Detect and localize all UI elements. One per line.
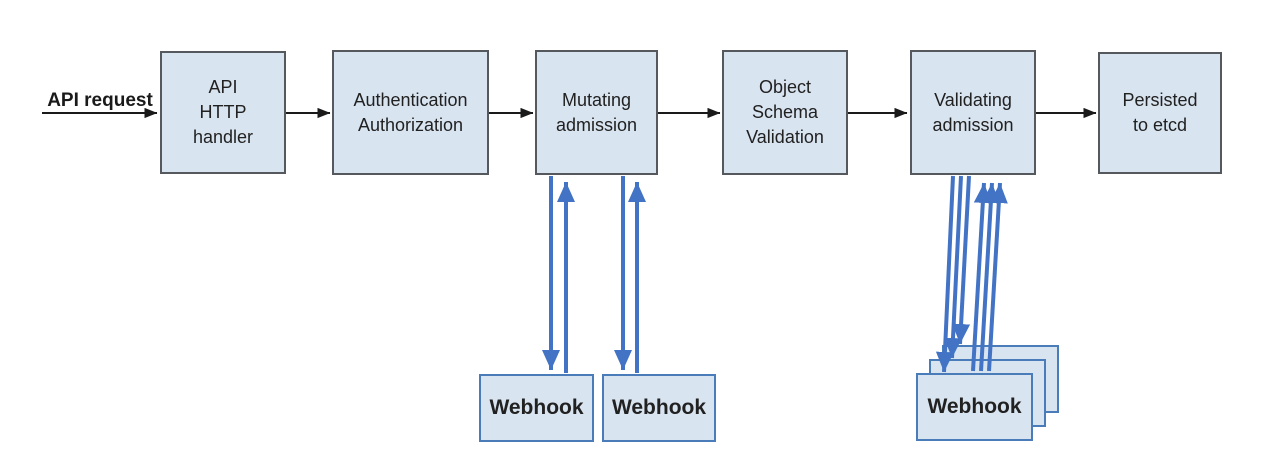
node-label: Mutating admission <box>555 89 638 135</box>
webhook-label: Webhook <box>489 396 584 419</box>
node-persisted-to-etcd: Persisted to etcd <box>1098 52 1222 174</box>
webhook-label: Webhook <box>611 396 707 419</box>
webhook-label: Webhook <box>927 395 1022 418</box>
arrow-validating-webhook-down-2 <box>943 175 963 359</box>
arrow-validating-webhook-up-1 <box>971 182 992 372</box>
node-api-http-handler: API HTTP handler <box>160 51 286 174</box>
node-label: Persisted to etcd <box>1122 90 1198 135</box>
node-validating-admission: Validating admission <box>910 50 1036 175</box>
validating-webhook: Webhook <box>916 373 1033 441</box>
arrow-validating-webhook-down-3 <box>952 175 971 345</box>
mutating-webhook-2: Webhook <box>602 374 716 442</box>
api-request-label: API request <box>47 90 153 111</box>
node-authentication-authorization: Authentication Authorization <box>332 50 489 175</box>
node-label: Object Schema Validation <box>746 77 824 147</box>
arrow-validating-webhook-up-3 <box>987 182 1008 372</box>
node-label: Authentication Authorization <box>353 89 468 135</box>
node-label: API HTTP handler <box>192 77 254 147</box>
node-label: Validating admission <box>932 89 1014 135</box>
arrow-validating-webhook-up-2 <box>979 182 1000 372</box>
node-mutating-admission: Mutating admission <box>535 50 658 175</box>
arrow-validating-webhook-down-1 <box>935 175 955 373</box>
mutating-webhook-1: Webhook <box>479 374 594 442</box>
node-object-schema-validation: Object Schema Validation <box>722 50 848 175</box>
